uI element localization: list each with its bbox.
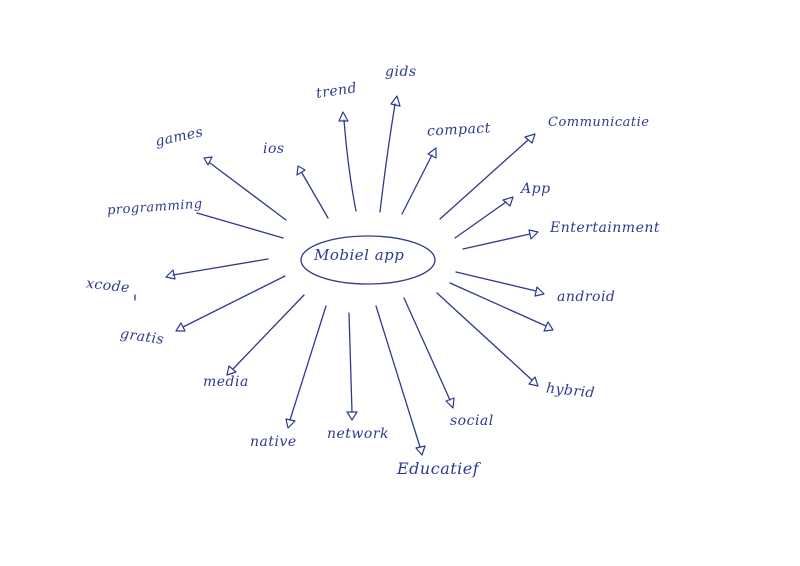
center-label: Mobiel app	[314, 246, 405, 264]
branch-label-xcode: xcode	[85, 275, 131, 297]
branch-label-compact: compact	[426, 120, 492, 140]
arrow-ios	[296, 165, 329, 219]
arrow-gids	[379, 95, 401, 213]
arrow-programming	[196, 212, 284, 239]
arrow-games	[203, 156, 287, 221]
branch-label-entertainment: Entertainment	[550, 220, 661, 236]
arrow-xcode	[165, 258, 269, 280]
arrow-compact	[401, 147, 437, 215]
branch-label-ios: ios	[263, 141, 285, 157]
arrow-network	[346, 312, 358, 421]
arrow-entertainment	[462, 229, 539, 250]
arrow-communicatie	[439, 133, 536, 220]
branch-label-android: android	[557, 289, 616, 305]
branch-label-native: native	[250, 434, 297, 450]
arrow-trend	[338, 111, 357, 212]
arrow-hybrid	[436, 292, 539, 387]
branch-label-educatief: Educatief	[397, 459, 480, 478]
branch-label-social: social	[450, 413, 494, 429]
arrow-android	[455, 271, 545, 297]
branch-label-network: network	[327, 426, 390, 442]
branch-label-media: media	[203, 374, 249, 390]
center-ellipse	[300, 235, 436, 285]
arrow-media	[226, 294, 305, 376]
branch-label-gids: gids	[385, 64, 417, 80]
arrow-gratis	[175, 275, 286, 332]
arrow-educatief	[375, 305, 426, 456]
arrow-native	[285, 305, 327, 429]
branch-label-app: App	[521, 181, 551, 197]
branch-label-communicatie: Communicatie	[548, 115, 650, 130]
arrow-social	[403, 297, 455, 409]
arrow-app	[454, 196, 514, 239]
arrow-unlabeled	[449, 282, 554, 332]
